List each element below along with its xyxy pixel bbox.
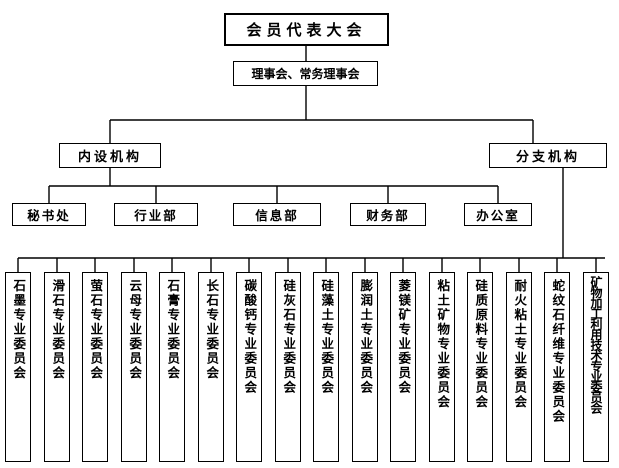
department-label: 行业部	[134, 208, 178, 223]
committee-label: 菱镁矿专业委员会	[396, 279, 412, 395]
committee-box: 滑石专业委员会	[44, 272, 70, 462]
committee-box: 粘土矿物专业委员会	[429, 272, 455, 462]
committee-box: 碳酸钙专业委员会	[236, 272, 262, 462]
committee-box: 硅灰石专业委员会	[275, 272, 301, 462]
department-box: 财务部	[350, 203, 426, 226]
committee-label: 粘土矿物专业委员会	[435, 279, 451, 410]
committee-box: 矿物加工利用技术专业委员会	[583, 272, 609, 462]
committee-label: 石墨专业委员会	[11, 279, 27, 381]
department-label: 办公室	[476, 208, 520, 223]
committee-label: 膨润土专业委员会	[358, 279, 374, 395]
department-box: 信息部	[233, 203, 321, 226]
committee-box: 蛇纹石纤维专业委员会	[544, 272, 570, 462]
department-label: 秘书处	[27, 208, 71, 223]
committee-label: 蛇纹石纤维专业委员会	[550, 279, 566, 424]
committee-label: 石膏专业委员会	[165, 279, 181, 381]
committee-box: 石墨专业委员会	[5, 272, 31, 462]
department-box: 秘书处	[12, 203, 86, 226]
committee-label: 云母专业委员会	[127, 279, 143, 381]
committee-label: 长石专业委员会	[204, 279, 220, 381]
department-box: 办公室	[464, 203, 532, 226]
department-label: 信息部	[255, 208, 299, 223]
committee-label: 碳酸钙专业委员会	[242, 279, 258, 395]
council-label: 理事会、常务理事会	[251, 67, 360, 81]
department-box: 行业部	[114, 203, 198, 226]
committee-label: 耐火粘土专业委员会	[512, 279, 528, 410]
committee-box: 石膏专业委员会	[159, 272, 185, 462]
members-congress-label: 会员代表大会	[246, 21, 367, 39]
committee-box: 硅藻土专业委员会	[313, 272, 339, 462]
committee-label: 萤石专业委员会	[88, 279, 104, 381]
internal-org-label: 内设机构	[77, 150, 142, 165]
branch-org-box: 分支机构	[489, 143, 607, 168]
committee-label: 硅藻土专业委员会	[319, 279, 335, 395]
committee-label: 滑石专业委员会	[50, 279, 66, 381]
branch-org-label: 分支机构	[515, 150, 580, 165]
committee-box: 长石专业委员会	[198, 272, 224, 462]
committee-box: 萤石专业委员会	[82, 272, 108, 462]
committee-box: 膨润土专业委员会	[352, 272, 378, 462]
committee-label: 硅质原料专业委员会	[473, 279, 489, 410]
committee-label: 硅灰石专业委员会	[281, 279, 297, 395]
committee-box: 硅质原料专业委员会	[467, 272, 493, 462]
department-label: 财务部	[366, 208, 410, 223]
council-box: 理事会、常务理事会	[233, 61, 378, 86]
internal-org-box: 内设机构	[59, 143, 161, 168]
committee-label: 矿物加工利用技术专业委员会	[589, 276, 603, 413]
committee-box: 耐火粘土专业委员会	[506, 272, 532, 462]
committee-box: 云母专业委员会	[121, 272, 147, 462]
committee-box: 菱镁矿专业委员会	[390, 272, 416, 462]
members-congress-box: 会员代表大会	[224, 13, 389, 46]
